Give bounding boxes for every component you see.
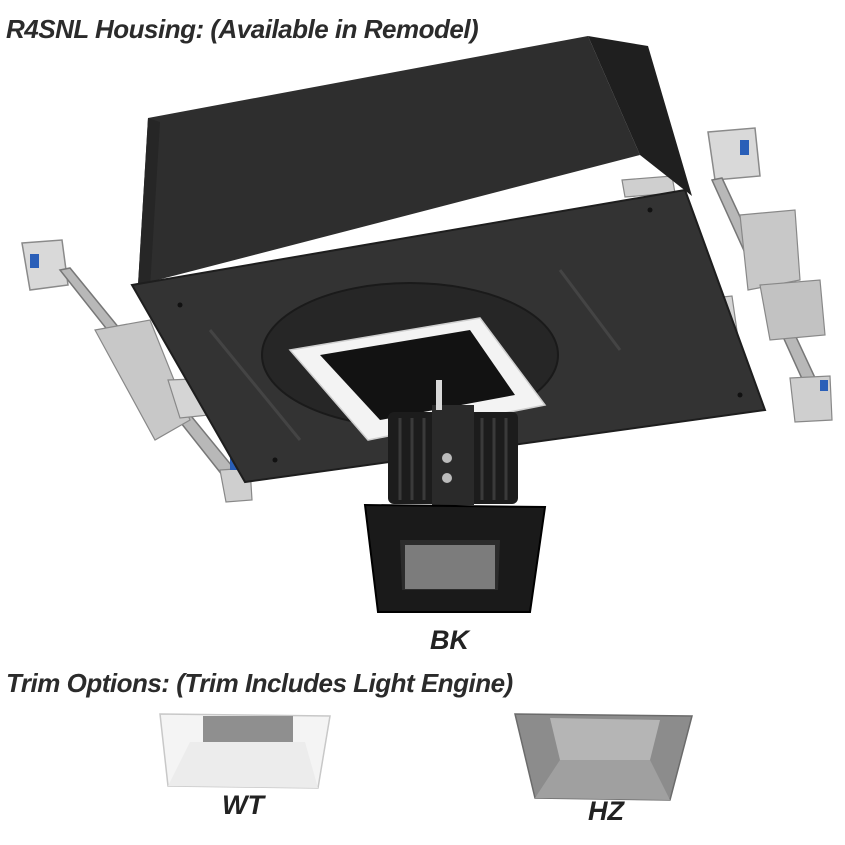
trim-label-hz: HZ: [588, 796, 624, 826]
square-trim-frame: [288, 317, 547, 441]
trim-label-wt: WT: [222, 790, 264, 820]
trim-bk: [363, 503, 547, 613]
trim-options-title: Trim Options: (Trim Includes Light Engin…: [6, 668, 513, 698]
housing-title: R4SNL Housing: (Available in Remodel): [6, 14, 479, 44]
housing-box: [138, 36, 692, 288]
trim-wt: [159, 713, 331, 789]
light-engine: [388, 380, 518, 505]
trim-label-bk: BK: [430, 625, 469, 655]
trim-hz: [514, 713, 693, 801]
